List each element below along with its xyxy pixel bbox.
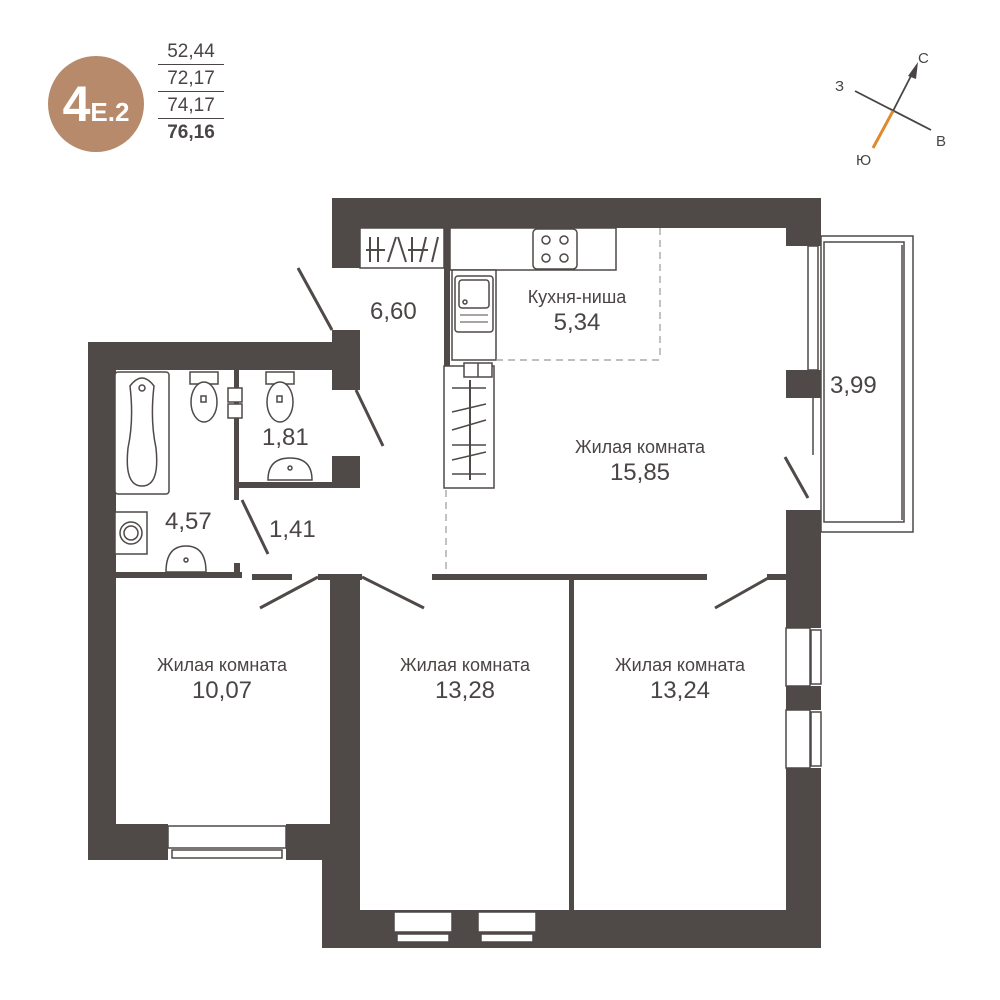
room-bedroom-right-name: Жилая комната xyxy=(614,655,746,675)
room-corridor-area: 1,41 xyxy=(269,516,316,543)
area-summary: 52,44 72,17 74,17 76,16 xyxy=(158,40,224,147)
wardrobe-top xyxy=(359,227,445,269)
area-total: 76,16 xyxy=(167,122,215,143)
area-total-no-balcony: 72,17 xyxy=(158,67,224,92)
room-bedroom-left: Жилая комната 10,07 xyxy=(157,654,287,706)
door-swings xyxy=(240,267,810,610)
apartment-rooms-count: 4 xyxy=(62,76,91,132)
room-wc-area: 1,81 xyxy=(262,424,309,451)
room-bedroom-left-area: 10,07 xyxy=(191,677,253,704)
room-living-main-name: Жилая комната xyxy=(574,437,706,457)
compass-arrow-icon xyxy=(854,62,932,149)
apartment-type-code: Е.2 xyxy=(90,97,130,127)
area-living: 52,44 xyxy=(158,40,224,65)
balcony-frame xyxy=(807,235,914,533)
room-hallway-area: 6,60 xyxy=(370,298,417,325)
room-kitchen-name: Кухня-ниша xyxy=(527,287,627,307)
room-bedroom-mid-area: 13,28 xyxy=(434,677,496,704)
kitchen-zone-dashed xyxy=(445,228,661,570)
room-bathroom-area: 4,57 xyxy=(165,508,212,535)
washing-machine-icon xyxy=(114,511,148,555)
kitchen-counter xyxy=(449,227,617,361)
compass-south-label: Ю xyxy=(856,152,872,169)
area-total-reduced: 74,17 xyxy=(158,94,224,119)
room-balcony-area: 3,99 xyxy=(830,372,877,399)
room-bedroom-right-area: 13,24 xyxy=(649,677,711,704)
room-kitchen-area: 5,34 xyxy=(553,309,601,336)
washbasin-icon xyxy=(165,457,313,573)
room-bedroom-left-name: Жилая комната xyxy=(156,655,288,675)
stove-icon xyxy=(532,228,578,270)
room-bedroom-mid: Жилая комната 13,28 xyxy=(400,654,530,706)
room-living-main: Жилая комната 15,85 xyxy=(575,436,705,488)
wardrobe-living xyxy=(443,362,495,489)
apartment-type-badge: 4 Е.2 xyxy=(48,56,144,152)
windows xyxy=(167,627,822,943)
room-living-main-area: 15,85 xyxy=(609,459,671,486)
room-kitchen: Кухня-ниша 5,34 xyxy=(528,286,627,338)
room-bedroom-right: Жилая комната 13,24 xyxy=(615,654,745,706)
bathtub-icon xyxy=(114,371,170,495)
compass-east-label: В xyxy=(936,133,947,150)
room-bedroom-mid-name: Жилая комната xyxy=(399,655,531,675)
toilet-icon xyxy=(189,371,295,423)
compass-north-label: С xyxy=(918,50,929,67)
compass-west-label: З xyxy=(835,78,845,95)
